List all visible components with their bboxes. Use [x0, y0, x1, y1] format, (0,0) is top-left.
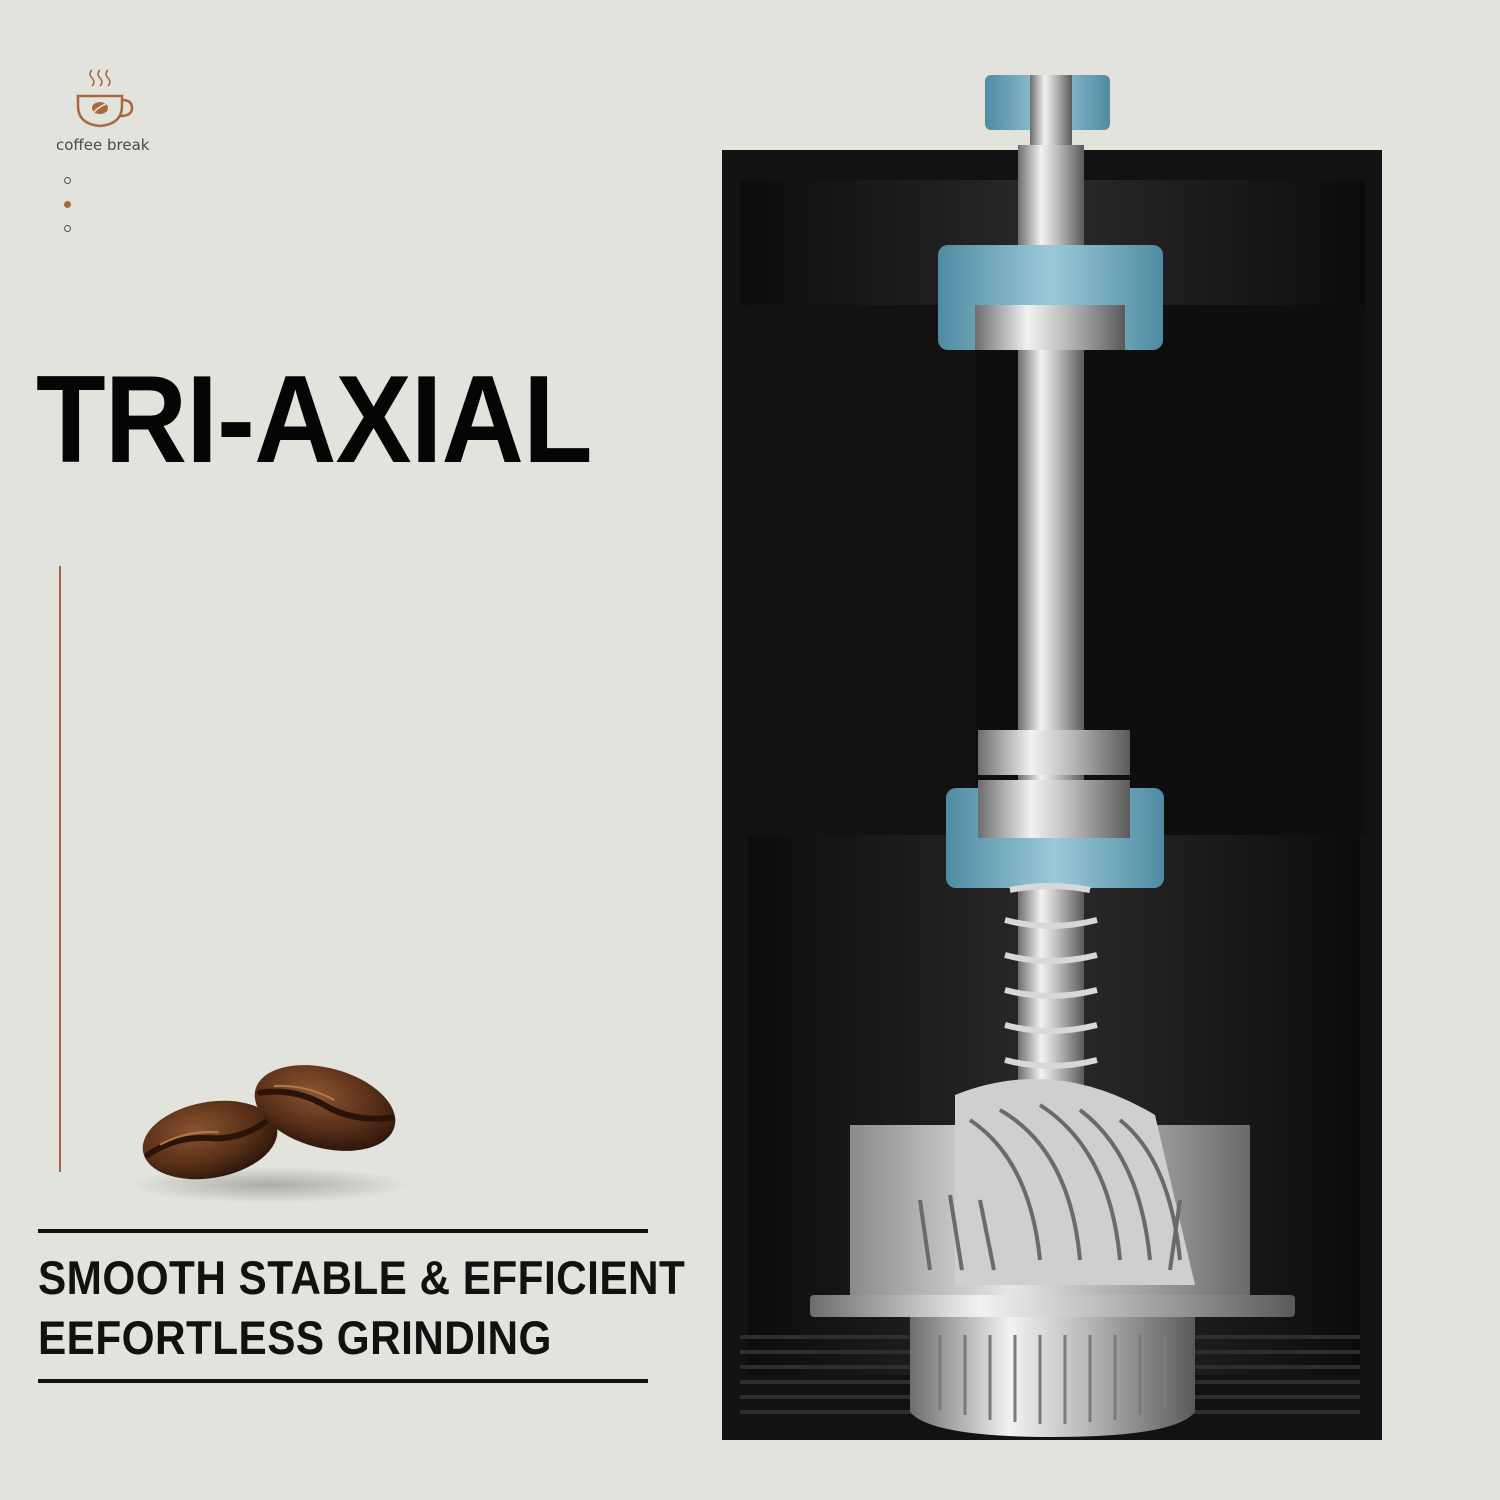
- accent-divider: [59, 566, 61, 1172]
- slide-pager: [64, 177, 76, 249]
- pager-dot-3[interactable]: [64, 225, 71, 232]
- coffee-cup-icon: [76, 69, 134, 128]
- subtitle-top-rule: [38, 1229, 648, 1233]
- grinder-cutaway-image: [722, 75, 1382, 1440]
- pager-dot-2-active[interactable]: [64, 201, 71, 208]
- brand-name: coffee break: [56, 136, 150, 154]
- subtitle-line-2: EEFORTLESS GRINDING: [38, 1311, 552, 1364]
- subtitle-bottom-rule: [38, 1379, 648, 1383]
- subtitle-line-1: SMOOTH STABLE & EFFICIENT: [38, 1251, 686, 1304]
- coffee-beans-image: [130, 1065, 410, 1203]
- headline: TRI-AXIAL: [36, 351, 593, 489]
- brand-logo: coffee break: [56, 66, 166, 154]
- pager-dot-1[interactable]: [64, 177, 71, 184]
